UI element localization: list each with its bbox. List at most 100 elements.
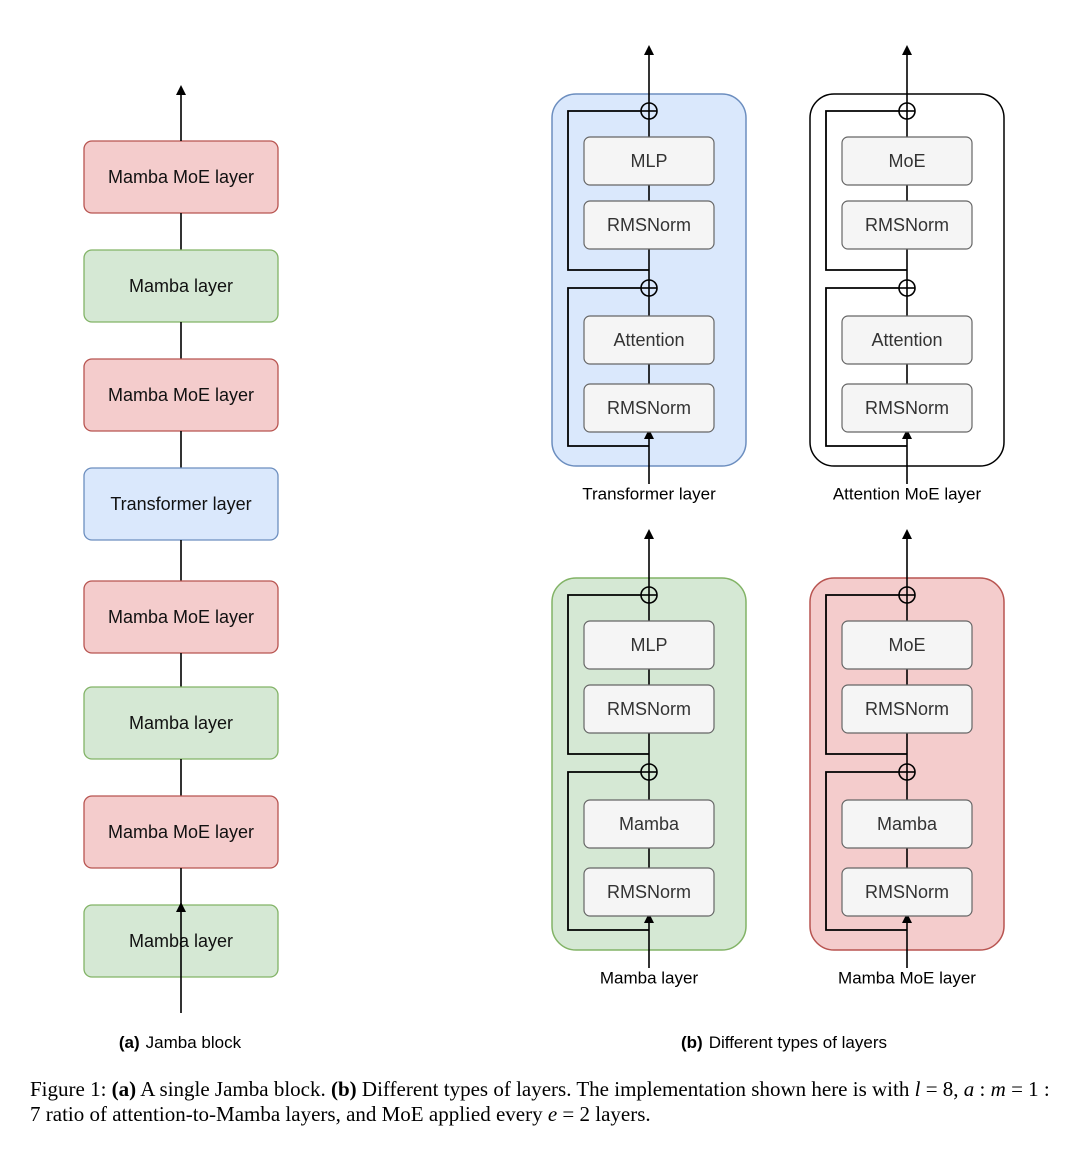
module-label: RMSNorm	[865, 215, 949, 235]
norm-module-upper: RMSNorm	[841, 684, 973, 734]
panel-a-caption-tag: (a)	[119, 1033, 140, 1052]
module-box	[583, 383, 715, 433]
add-node-lower	[640, 279, 658, 297]
ffn-module: MLP	[583, 136, 715, 186]
module-label: Mamba	[619, 814, 680, 834]
module-label: RMSNorm	[607, 398, 691, 418]
module-box	[583, 136, 715, 186]
ffn-module: MoE	[841, 620, 973, 670]
module-label: RMSNorm	[607, 699, 691, 719]
module-box	[583, 315, 715, 365]
module-box	[841, 200, 973, 250]
jamba-block-3: Mamba MoE layer	[83, 358, 279, 432]
residual-connection-lower	[567, 771, 649, 931]
norm-module-lower: RMSNorm	[583, 867, 715, 917]
caption-mid-text: ratio of attention-to-Mamba layers, and …	[45, 1102, 543, 1126]
residual-connection-lower	[825, 287, 907, 447]
jamba-block-2: Mamba layer	[83, 249, 279, 323]
add-node-upper	[640, 586, 658, 604]
panel-a-caption: (a) Jamba block	[119, 1033, 242, 1052]
add-node-lower	[898, 279, 916, 297]
caption-part-a-tag: (a)	[111, 1077, 137, 1101]
residual-connection-lower	[825, 771, 907, 931]
jamba-block-label: Mamba MoE layer	[108, 822, 254, 842]
jamba-block-7: Mamba MoE layer	[83, 795, 279, 869]
mixer-module: Mamba	[841, 799, 973, 849]
module-box	[583, 799, 715, 849]
module-box	[583, 867, 715, 917]
module-label: RMSNorm	[607, 882, 691, 902]
module-box	[841, 867, 973, 917]
layer-type-title: Mamba MoE layer	[838, 969, 976, 988]
module-box	[841, 315, 973, 365]
jamba-block-label: Mamba MoE layer	[108, 167, 254, 187]
norm-module-upper: RMSNorm	[583, 684, 715, 734]
module-box	[841, 136, 973, 186]
residual-connection-upper	[567, 110, 649, 271]
module-label: MoE	[888, 635, 925, 655]
module-label: RMSNorm	[865, 699, 949, 719]
module-label: RMSNorm	[865, 398, 949, 418]
jamba-block-1: Mamba MoE layer	[83, 140, 279, 214]
residual-connection-upper	[825, 110, 907, 271]
residual-connection-lower	[567, 287, 649, 447]
caption-var-e: e	[547, 1102, 558, 1126]
module-box	[583, 684, 715, 734]
module-label: Attention	[613, 330, 684, 350]
caption-colon: :	[974, 1077, 991, 1101]
module-box	[583, 200, 715, 250]
norm-module-lower: RMSNorm	[841, 383, 973, 433]
ffn-module: MLP	[583, 620, 715, 670]
caption-end-text: layers.	[595, 1102, 651, 1126]
module-box	[841, 383, 973, 433]
module-label: MoE	[888, 151, 925, 171]
norm-module-lower: RMSNorm	[841, 867, 973, 917]
add-node-upper	[898, 586, 916, 604]
caption-prefix: Figure 1:	[30, 1077, 107, 1101]
module-label: RMSNorm	[607, 215, 691, 235]
jamba-block-label: Mamba MoE layer	[108, 385, 254, 405]
jamba-block-4: Transformer layer	[83, 467, 279, 541]
module-label: MLP	[630, 151, 667, 171]
layer-type-title: Attention MoE layer	[833, 485, 982, 504]
add-node-upper	[640, 102, 658, 120]
residual-connection-upper	[825, 594, 907, 755]
module-label: MLP	[630, 635, 667, 655]
add-node-lower	[898, 763, 916, 781]
layer-type-title: Transformer layer	[582, 485, 716, 504]
figure-caption: Figure 1: (a) A single Jamba block. (b) …	[30, 1077, 1060, 1127]
jamba-block-6: Mamba layer	[83, 686, 279, 760]
mixer-module: Attention	[583, 315, 715, 365]
norm-module-upper: RMSNorm	[583, 200, 715, 250]
caption-var-l: l	[914, 1077, 921, 1101]
module-label: Attention	[871, 330, 942, 350]
caption-part-b-tag: (b)	[331, 1077, 357, 1101]
module-box	[583, 620, 715, 670]
panel-b-caption: (b)Different types of layers	[681, 1033, 887, 1052]
ffn-module: MoE	[841, 136, 973, 186]
jamba-block-label: Mamba layer	[129, 276, 233, 296]
jamba-block-5: Mamba MoE layer	[83, 580, 279, 654]
module-box	[841, 620, 973, 670]
norm-module-upper: RMSNorm	[841, 200, 973, 250]
caption-eq-l: = 8,	[920, 1077, 964, 1101]
mixer-module: Mamba	[583, 799, 715, 849]
caption-part-a-text: A single Jamba block.	[140, 1077, 326, 1101]
module-box	[841, 799, 973, 849]
add-node-upper	[898, 102, 916, 120]
residual-connection-upper	[567, 594, 649, 755]
caption-eq-e: = 2	[557, 1102, 591, 1126]
caption-eq-ratio: = 1 : 7	[30, 1077, 1050, 1126]
caption-var-a: a	[963, 1077, 975, 1101]
panel-a-caption-text: Jamba block	[146, 1033, 242, 1052]
module-label: Mamba	[877, 814, 938, 834]
jamba-block-label: Mamba layer	[129, 713, 233, 733]
jamba-block-label: Transformer layer	[110, 494, 251, 514]
